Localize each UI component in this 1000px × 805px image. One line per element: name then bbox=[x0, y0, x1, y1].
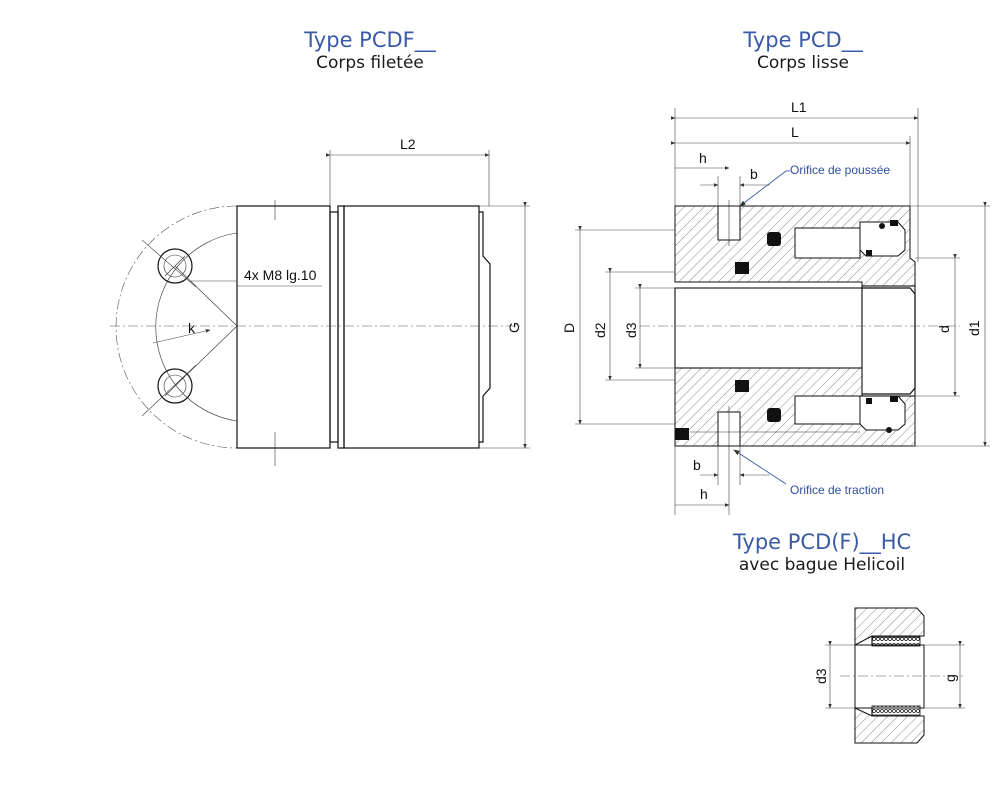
d3-hc-label: d3 bbox=[813, 668, 829, 684]
helicoil-upper bbox=[871, 636, 921, 647]
d1-label: d1 bbox=[966, 320, 982, 336]
d2-label: d2 bbox=[592, 322, 608, 338]
flange-body bbox=[236, 205, 331, 449]
pcdhc-title-block: Type PCD(F)__HC avec bague Helicoil bbox=[712, 530, 932, 576]
g-hc-label: g bbox=[942, 674, 958, 682]
pcdf-view: k 4x M8 lg.10 L2 G bbox=[110, 136, 530, 466]
pcd-title-block: Type PCD__ Corps lisse bbox=[703, 28, 903, 74]
inner-arc bbox=[155, 232, 238, 422]
helicoil-detail-view: d3 g bbox=[813, 607, 965, 744]
k-label: k bbox=[188, 320, 196, 336]
threaded-body bbox=[343, 205, 480, 449]
pcdf-subtitle: Corps filetée bbox=[316, 53, 424, 73]
l-label: L bbox=[791, 124, 799, 140]
d-small-label: d bbox=[936, 325, 952, 333]
pcd-type-title: Type PCD__ bbox=[743, 28, 863, 52]
pcd-section-view: L1 L h b Orifice de poussée b h Orifice … bbox=[561, 99, 990, 515]
helicoil-lower bbox=[871, 705, 921, 716]
d3-label: d3 bbox=[623, 322, 639, 338]
l2-label: L2 bbox=[400, 136, 416, 152]
pcdf-title-block: Type PCDF__ Corps filetée bbox=[270, 28, 470, 74]
seal-lower bbox=[735, 380, 749, 392]
d-capital-label: D bbox=[561, 323, 577, 333]
h-top-label: h bbox=[699, 150, 707, 166]
g-label: G bbox=[506, 322, 522, 333]
seal-upper bbox=[735, 262, 749, 274]
b-bottom-label: b bbox=[693, 457, 701, 473]
l1-label: L1 bbox=[791, 99, 807, 115]
orifice-traction-label: Orifice de traction bbox=[790, 483, 884, 497]
pcd-subtitle: Corps lisse bbox=[757, 53, 849, 73]
pcdf-type-title: Type PCDF__ bbox=[304, 28, 436, 52]
b-top-label: b bbox=[750, 166, 758, 182]
bolt-circle-arc bbox=[115, 205, 238, 449]
thread-note-label: 4x M8 lg.10 bbox=[244, 267, 317, 283]
groove bbox=[329, 211, 339, 443]
h-bottom-label: h bbox=[700, 486, 708, 502]
pcdhc-type-title: Type PCD(F)__HC bbox=[732, 530, 912, 554]
orifice-poussee-label: Orifice de poussée bbox=[790, 163, 890, 177]
pcdhc-subtitle: avec bague Helicoil bbox=[738, 555, 906, 575]
